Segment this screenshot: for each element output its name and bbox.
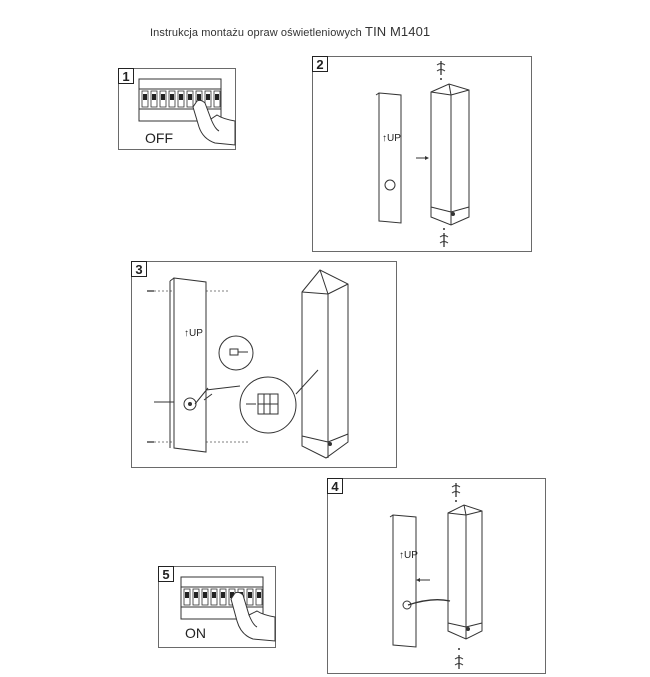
step-4-up-label: ↑UP <box>399 550 418 561</box>
breaker-toggle <box>203 592 207 598</box>
step-1-number: 1 <box>118 68 134 84</box>
title-prefix: Instrukcja montażu opraw oświetleniowych <box>150 27 362 39</box>
breaker-toggle <box>215 94 219 100</box>
breaker-toggle <box>143 94 147 100</box>
breaker-toggle <box>230 592 234 598</box>
breaker-toggle <box>221 592 225 598</box>
step-2-number: 2 <box>312 56 328 72</box>
hand-pointer-icon <box>192 99 236 146</box>
document-title: Instrukcja montażu opraw oświetleniowych… <box>150 24 430 39</box>
step-4-panel: 4 ↑UP <box>327 478 546 674</box>
step-2-panel: 2 ↑UP <box>312 56 532 252</box>
breaker-toggle <box>248 592 252 598</box>
breaker-toggle <box>179 94 183 100</box>
breaker-toggle <box>188 94 192 100</box>
breaker-toggle <box>206 94 210 100</box>
breaker-panel-icon <box>138 78 222 122</box>
step-3-panel: 3 ↑UP <box>131 261 397 468</box>
breaker-toggle <box>152 94 156 100</box>
step-5-number: 5 <box>158 566 174 582</box>
light-source-icon <box>436 61 449 247</box>
step-2-up-label: ↑UP <box>382 133 401 144</box>
step-3-up-label: ↑UP <box>184 328 203 339</box>
breaker-toggle <box>194 592 198 598</box>
step-5-label: ON <box>185 625 206 641</box>
step-4-illustration <box>389 504 483 648</box>
light-source-icon <box>451 483 464 669</box>
step-2-illustration <box>375 83 470 226</box>
step-4-number: 4 <box>327 478 343 494</box>
title-model: TIN M1401 <box>365 24 431 39</box>
breaker-toggle <box>212 592 216 598</box>
step-1-label: OFF <box>145 130 173 146</box>
breaker-toggle <box>170 94 174 100</box>
hand-pointer-icon <box>230 591 276 642</box>
breaker-toggle <box>257 592 261 598</box>
breaker-toggle <box>197 94 201 100</box>
step-1-panel: 1 OFF <box>118 68 236 150</box>
step-3-number: 3 <box>131 261 147 277</box>
breaker-toggle <box>185 592 189 598</box>
step-3-illustration <box>147 269 349 459</box>
step-5-panel: 5 ON <box>158 566 276 648</box>
breaker-toggle <box>161 94 165 100</box>
